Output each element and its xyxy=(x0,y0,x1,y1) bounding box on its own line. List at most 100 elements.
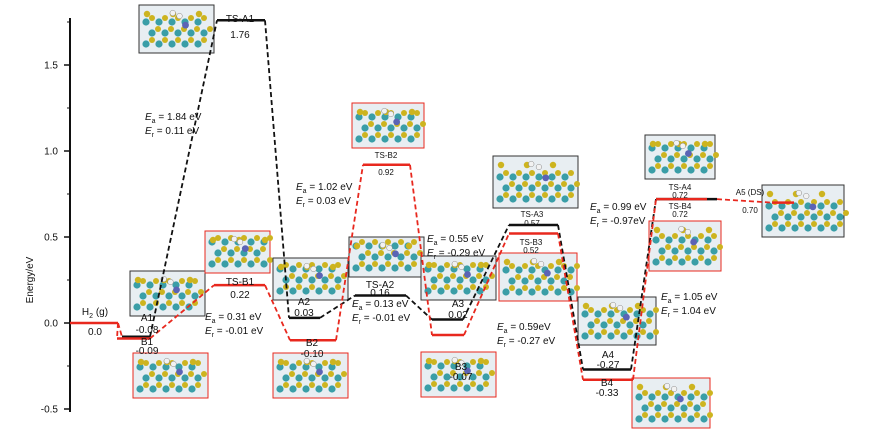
label-A4: A4 xyxy=(602,350,615,361)
connector-A-5 xyxy=(462,224,510,320)
y-axis-label: Energy/eV xyxy=(25,256,36,303)
label-value-TS-B4: 0.72 xyxy=(672,210,688,219)
label-TS-A1: TS-A1 xyxy=(226,14,255,25)
structure-A2 xyxy=(272,257,349,301)
annotation-er-5: Er = -0.29 eV xyxy=(427,248,486,261)
annotation-ea-5: Ea = 0.55 eV xyxy=(427,234,484,247)
label-B2: B2 xyxy=(306,338,319,349)
connector-A-2 xyxy=(264,20,290,318)
structure-B2 xyxy=(272,352,349,399)
annotation-ea-value: = 1.05 eV xyxy=(672,292,718,303)
connector-B-5 xyxy=(463,233,510,336)
label-value-TS-A4: 0.72 xyxy=(672,191,688,200)
annotation-ea-4: Ea = 0.13 eV xyxy=(352,299,409,312)
annotation-ea-value: = 1.84 eV xyxy=(156,112,202,123)
label-value-B3: -0.07 xyxy=(450,372,473,383)
connector-start-B xyxy=(116,322,119,339)
label-H2-value: 0.0 xyxy=(88,327,102,338)
label-value-B4: -0.33 xyxy=(596,388,619,399)
label-value-TS-A3: 0.57 xyxy=(524,219,540,228)
annotation-er-1: Er = 0.11 eV xyxy=(145,126,199,139)
annotation-ea-value: = 0.31 eV xyxy=(216,312,262,323)
annotation-er-2: Er = -0.01 eV xyxy=(205,326,264,339)
structure-TS-B4 xyxy=(648,220,723,272)
label-B4: B4 xyxy=(601,378,614,389)
structure-A4 xyxy=(577,296,659,346)
annotation-ea-3: Ea = 1.02 eV xyxy=(296,182,353,195)
label-value-B2: -0.10 xyxy=(301,349,324,360)
annotation-er-value: = -0.01 eV xyxy=(214,326,264,337)
connector-A-1 xyxy=(149,20,218,337)
annotation-er-4: Er = -0.01 eV xyxy=(352,313,411,326)
connector-B-3 xyxy=(335,164,364,341)
annotation-er-value: = -0.01 eV xyxy=(361,313,411,324)
annotation-ea-value: = 0.13 eV xyxy=(363,299,409,310)
y-tick-label: 0.5 xyxy=(44,233,58,244)
structure-B1 xyxy=(132,352,209,399)
label-value-TS-B3: 0.52 xyxy=(523,246,539,255)
structure-TS-B1 xyxy=(204,230,273,274)
label-TS-B4: TS-B4 xyxy=(669,202,692,211)
label-value-A4: -0.27 xyxy=(597,360,620,371)
annotation-ea-2: Ea = 0.31 eV xyxy=(205,312,262,325)
structure-TS-B2 xyxy=(351,102,426,149)
label-TS-B1: TS-B1 xyxy=(226,277,255,288)
annotation-er-8: Er = 1.04 eV xyxy=(661,306,716,319)
structure-TS-A3 xyxy=(492,155,580,209)
structure-TS-A2 xyxy=(348,236,425,278)
connector-B-4 xyxy=(409,164,433,336)
label-value-A2: 0.03 xyxy=(294,308,314,319)
label-TS-A3: TS-A3 xyxy=(521,210,544,219)
annotation-ea-6: Ea = 0.59eV xyxy=(497,322,551,335)
annotation-er-value: = -0.29 eV xyxy=(436,248,486,259)
structure-B4 xyxy=(631,377,713,429)
structure-TS-A1 xyxy=(138,4,215,54)
annotation-er-value: = 1.04 eV xyxy=(670,306,716,317)
annotation-er-value: = 0.03 eV xyxy=(305,196,351,207)
structure-TS-A4 xyxy=(644,134,719,180)
label-TS-A2: TS-A2 xyxy=(366,280,395,291)
connector-A-3 xyxy=(319,294,356,319)
connector-B-7 xyxy=(632,199,657,380)
label-A5-DS-: A5 (DS) xyxy=(736,188,765,197)
structure-B3 xyxy=(420,351,497,398)
connector-A-6 xyxy=(557,224,584,370)
label-value-A3: 0.02 xyxy=(448,310,468,321)
label-value-A5-DS-: 0.70 xyxy=(742,206,758,215)
y-tick-label: 1.0 xyxy=(44,147,58,158)
label-TS-A4: TS-A4 xyxy=(669,183,692,192)
annotation-ea-value: = 1.02 eV xyxy=(307,182,353,193)
connector-A-8 xyxy=(716,198,773,204)
annotation-ea-7: Ea = 0.99 eV xyxy=(590,202,647,215)
label-value-B1: -0.09 xyxy=(136,346,159,357)
label-TS-B3: TS-B3 xyxy=(520,238,543,247)
structure-A3 xyxy=(420,255,497,301)
annotation-ea-value: = 0.55 eV xyxy=(438,234,484,245)
connector-A-4 xyxy=(405,294,433,321)
label-B1: B1 xyxy=(141,337,154,348)
label-value-A1: -0.08 xyxy=(136,325,159,336)
label-A2: A2 xyxy=(298,297,311,308)
structure-A1 xyxy=(129,270,206,317)
connector-A-7 xyxy=(630,199,657,370)
y-tick-label: 1.5 xyxy=(44,61,58,72)
label-value-TS-A1: 1.76 xyxy=(230,30,250,41)
label-value-TS-B2: 0.92 xyxy=(378,168,394,177)
label-value-TS-B1: 0.22 xyxy=(230,290,250,301)
annotation-ea-1: Ea = 1.84 eV xyxy=(145,112,202,125)
y-tick-label: -0.5 xyxy=(41,405,59,416)
annotation-er-6: Er = -0.27 eV xyxy=(497,336,556,349)
annotation-er-3: Er = 0.03 eV xyxy=(296,196,351,209)
connector-B-1 xyxy=(149,284,215,340)
annotation-ea-value: = 0.59eV xyxy=(508,322,551,333)
label-B3: B3 xyxy=(455,362,468,373)
annotation-er-value: = -0.97eV xyxy=(599,216,646,227)
annotation-er-7: Er = -0.97eV xyxy=(590,216,646,229)
connector-B-2 xyxy=(264,284,291,341)
label-TS-B2: TS-B2 xyxy=(375,151,398,160)
annotation-ea-value: = 0.99 eV xyxy=(601,202,647,213)
label-H2: H2 (g) xyxy=(82,307,108,320)
annotation-ea-8: Ea = 1.05 eV xyxy=(661,292,718,305)
label-value-TS-A2: 0.16 xyxy=(370,288,390,299)
